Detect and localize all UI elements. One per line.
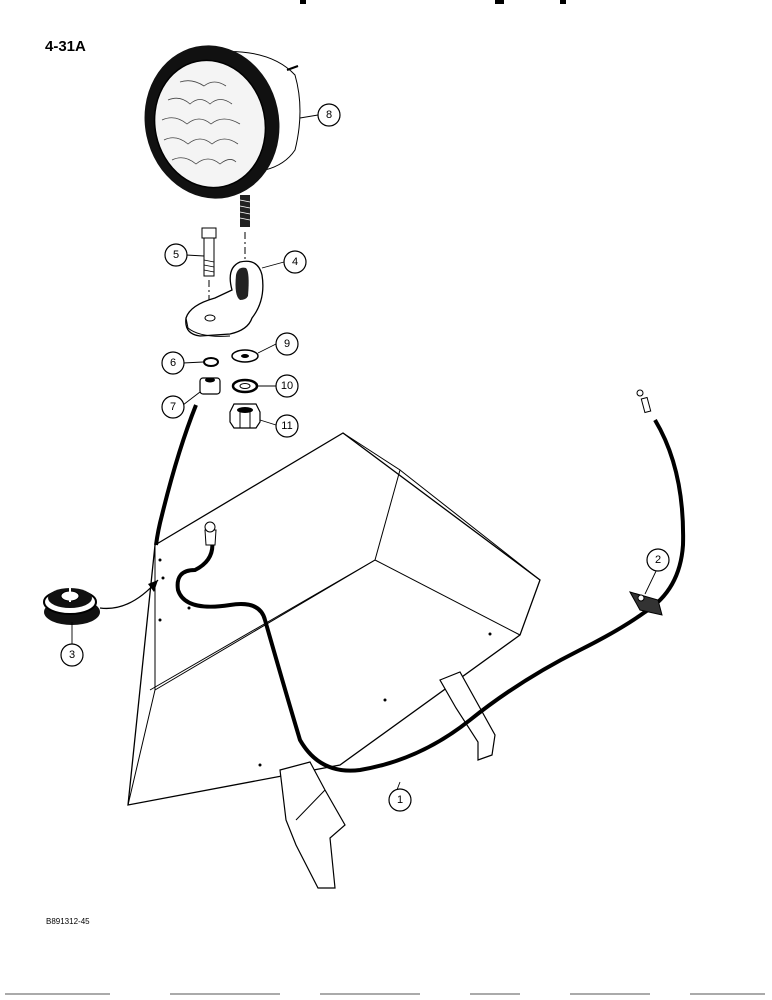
callout-2-label: 2 xyxy=(655,554,661,566)
callout-9-label: 9 xyxy=(284,338,290,350)
callout-10-label: 10 xyxy=(281,380,293,392)
callout-10: 10 xyxy=(275,374,299,398)
callout-9: 9 xyxy=(275,332,299,356)
arrow-head xyxy=(148,580,158,592)
lock-washer-large xyxy=(231,378,259,394)
bolt xyxy=(201,227,217,277)
figure-code: B891312-45 xyxy=(46,917,90,926)
wiring-harness xyxy=(154,389,686,773)
lock-washer-small xyxy=(203,357,219,367)
callout-6-label: 6 xyxy=(170,357,176,369)
callout-5: 5 xyxy=(164,243,188,267)
cable-clip xyxy=(628,591,663,616)
callout-2: 2 xyxy=(646,548,670,572)
callout-7-label: 7 xyxy=(170,401,176,413)
callout-4-label: 4 xyxy=(292,256,298,268)
callout-1-label: 1 xyxy=(397,794,403,806)
mounting-bracket xyxy=(185,260,264,337)
page-label: 4-31A xyxy=(45,38,86,55)
callout-3: 3 xyxy=(60,643,84,667)
flat-washer xyxy=(231,349,259,363)
callout-11-label: 11 xyxy=(281,420,292,432)
callout-5-label: 5 xyxy=(173,249,179,261)
work-light xyxy=(144,45,301,227)
callout-8-label: 8 xyxy=(326,109,332,121)
callout-8: 8 xyxy=(317,103,341,127)
leader-lines xyxy=(71,114,659,796)
callout-11: 11 xyxy=(275,414,299,438)
header-fragment xyxy=(300,0,566,4)
callout-4: 4 xyxy=(283,250,307,274)
small-nut xyxy=(199,377,221,395)
grommet xyxy=(43,588,100,625)
callout-7: 7 xyxy=(161,395,185,419)
callout-1: 1 xyxy=(388,788,412,812)
hex-nut xyxy=(229,403,261,429)
callout-3-label: 3 xyxy=(69,649,75,661)
callout-6: 6 xyxy=(161,351,185,375)
bucket xyxy=(127,432,541,889)
